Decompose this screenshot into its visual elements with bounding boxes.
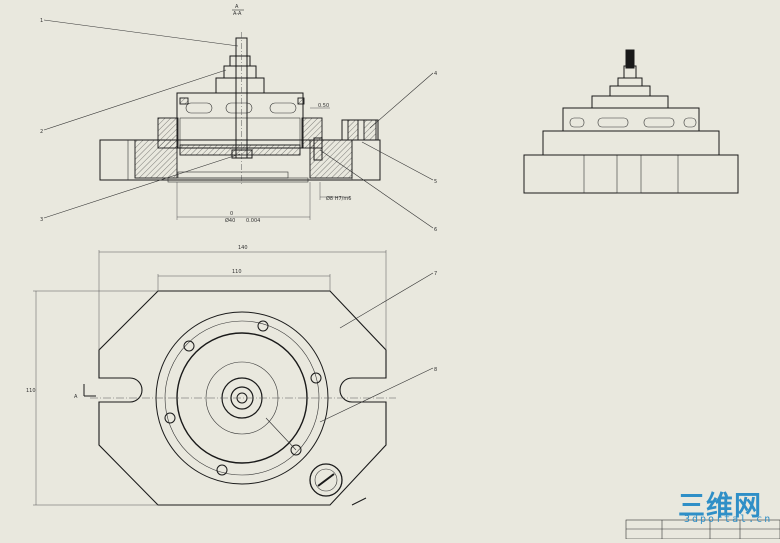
callout-5: 5 [434,179,437,185]
bore-tolerance-text: 0.004 [246,218,260,224]
bore-upper-text: 0 [230,211,233,217]
callout-4: 4 [434,71,437,77]
section-arrow-label: A [74,394,78,400]
small-dimension-text: 0.50 [318,103,329,109]
watermark-url: 3dportal.cn [684,514,773,525]
inner-width-text: 110 [232,269,242,275]
callout-3: 3 [40,217,43,223]
callout-6: 6 [434,227,437,233]
callout-1: 1 [40,18,43,24]
watermark-logo: 三维网 [678,491,762,522]
section-label: A [235,4,239,10]
section-view: A A-A [40,4,437,233]
overall-width-text: 140 [238,245,248,251]
section-sublabel: A-A [233,11,242,17]
top-view: A 140 110 110 7 8 [26,245,437,506]
side-view [523,49,739,194]
callout-2: 2 [40,129,43,135]
bore-diameter-text: Ø40 [225,217,235,224]
fit-dimension-text: Ø8 H7/m6 [326,195,351,202]
callout-8: 8 [434,367,437,373]
callout-7: 7 [434,271,437,277]
height-text: 110 [26,388,36,394]
